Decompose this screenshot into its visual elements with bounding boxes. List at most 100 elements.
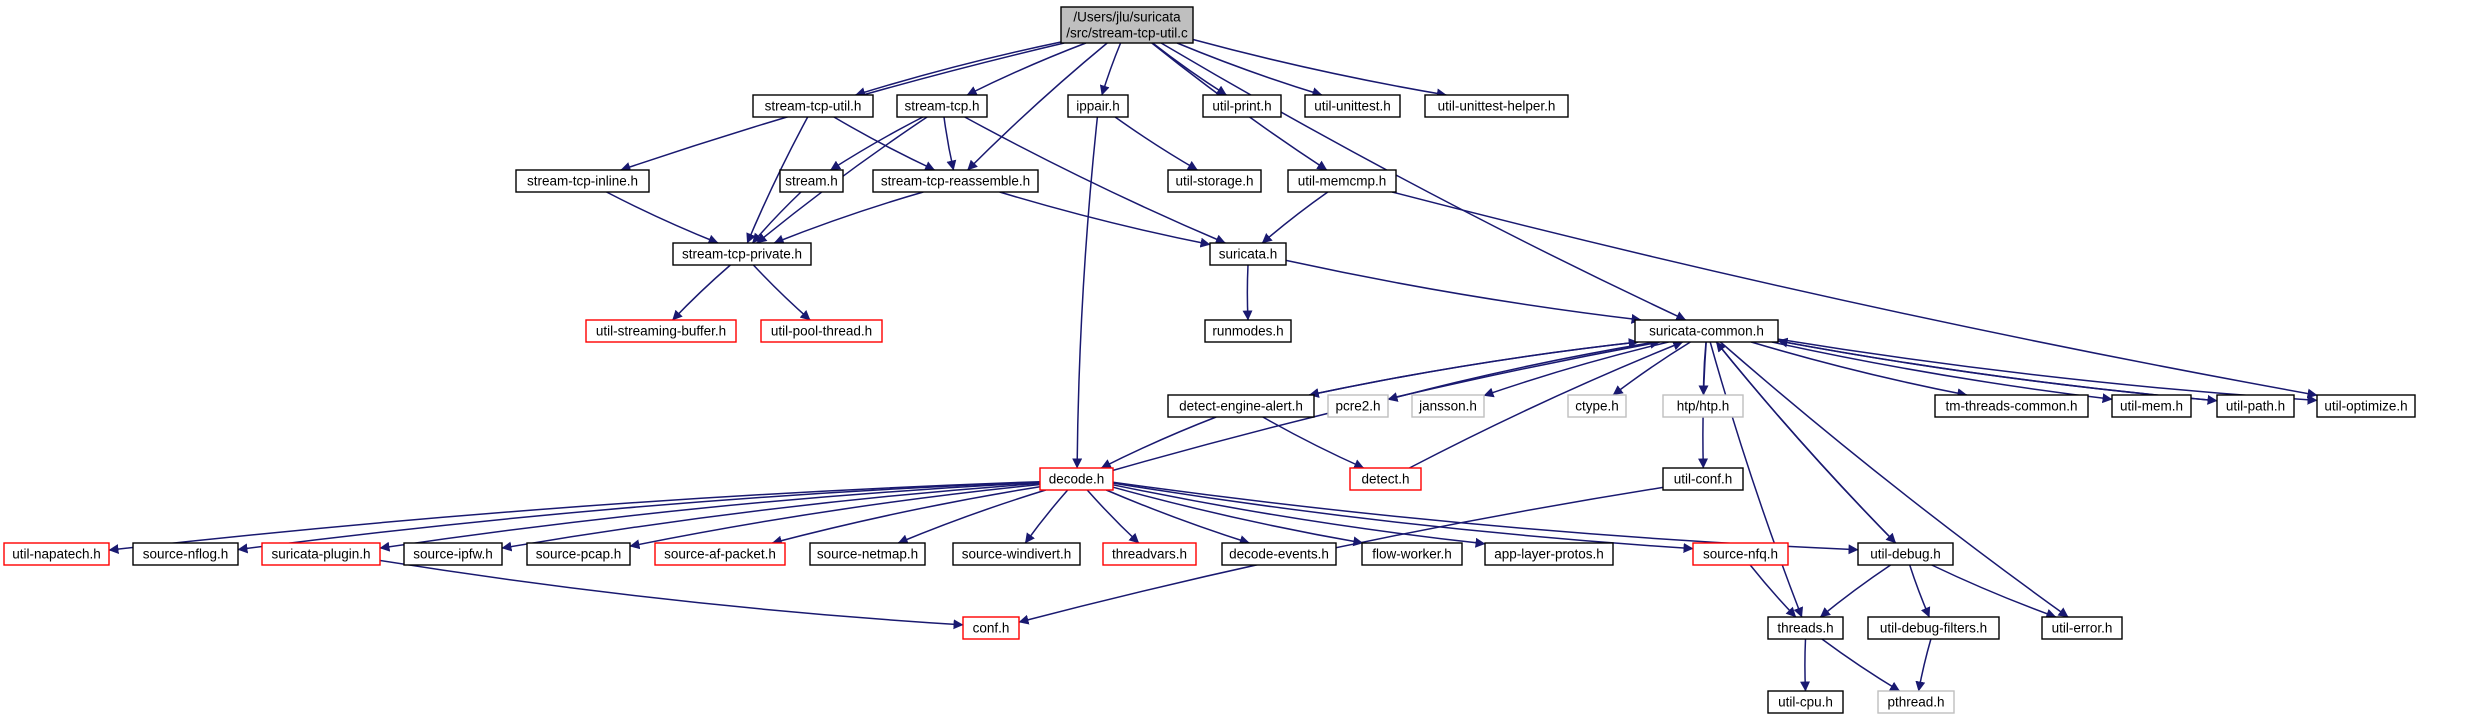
node-label: util-storage.h: [1175, 174, 1253, 189]
edge-stream-tcp-reassemble-to-stream-tcp-private: [773, 191, 924, 245]
node-stream-tcp-inline[interactable]: stream-tcp-inline.h: [515, 169, 650, 193]
node-label: util-conf.h: [1674, 472, 1733, 487]
node-stream-tcp-private[interactable]: stream-tcp-private.h: [672, 242, 812, 266]
edge-root-to-util-print: [1152, 42, 1227, 96]
edge-stream-tcp-util-h-to-stream-tcp-private: [746, 116, 809, 244]
node-source-af-packet[interactable]: source-af-packet.h: [654, 542, 786, 566]
node-conf[interactable]: conf.h: [962, 616, 1020, 640]
node-util-streaming-buffer[interactable]: util-streaming-buffer.h: [585, 319, 737, 343]
node-label: ippair.h: [1076, 99, 1120, 114]
node-label: util-cpu.h: [1778, 695, 1833, 710]
node-label: source-windivert.h: [962, 547, 1072, 562]
edge-suricata-to-suricata-common: [1285, 259, 1642, 324]
node-box: [809, 542, 926, 566]
node-label: tm-threads-common.h: [1945, 399, 2077, 414]
edge-threads-to-pthread: [1821, 638, 1901, 692]
edge-decode-to-source-ipfw: [501, 482, 1041, 552]
node-util-debug[interactable]: util-debug.h: [1857, 542, 1954, 566]
node-box: [1102, 542, 1197, 566]
node-label: source-netmap.h: [817, 547, 918, 562]
node-util-debug-filters[interactable]: util-debug-filters.h: [1867, 616, 2000, 640]
node-stream[interactable]: stream.h: [779, 169, 844, 193]
node-source-windivert[interactable]: source-windivert.h: [952, 542, 1081, 566]
node-util-path[interactable]: util-path.h: [2216, 394, 2295, 418]
node-htp[interactable]: htp/htp.h: [1662, 394, 1744, 418]
edge-source-nfq-to-threads: [1749, 564, 1797, 618]
node-box: [1567, 394, 1627, 418]
node-box: [2111, 394, 2192, 418]
node-source-nfq[interactable]: source-nfq.h: [1692, 542, 1789, 566]
node-suricata-plugin[interactable]: suricata-plugin.h: [261, 542, 381, 566]
node-util-napatech[interactable]: util-napatech.h: [3, 542, 110, 566]
node-stream-tcp-util-h[interactable]: stream-tcp-util.h: [752, 94, 874, 118]
node-label: source-pcap.h: [536, 547, 622, 562]
node-box: [1221, 542, 1337, 566]
node-label: util-memcmp.h: [1298, 174, 1387, 189]
node-label: suricata.h: [1219, 247, 1278, 262]
node-box: [1877, 690, 1955, 714]
node-box: [403, 542, 503, 566]
node-ctype[interactable]: ctype.h: [1567, 394, 1627, 418]
node-detect-engine-alert[interactable]: detect-engine-alert.h: [1167, 394, 1315, 418]
node-tm-threads-common[interactable]: tm-threads-common.h: [1934, 394, 2089, 418]
graph-edges: [108, 38, 2318, 692]
node-box: [1204, 319, 1292, 343]
node-decode-events[interactable]: decode-events.h: [1221, 542, 1337, 566]
node-box: [1411, 394, 1485, 418]
node-suricata-common[interactable]: suricata-common.h: [1634, 319, 1779, 343]
node-label: util-debug-filters.h: [1880, 621, 1987, 636]
node-decode[interactable]: decode.h: [1039, 467, 1114, 491]
node-threads[interactable]: threads.h: [1767, 616, 1844, 640]
node-source-ipfw[interactable]: source-ipfw.h: [403, 542, 503, 566]
node-util-optimize[interactable]: util-optimize.h: [2316, 394, 2416, 418]
node-source-nflog[interactable]: source-nflog.h: [132, 542, 239, 566]
edge-suricata-common-to-jansson: [1483, 341, 1669, 398]
node-source-pcap[interactable]: source-pcap.h: [526, 542, 631, 566]
node-util-memcmp[interactable]: util-memcmp.h: [1287, 169, 1397, 193]
node-stream-tcp[interactable]: stream-tcp.h: [896, 94, 988, 118]
node-source-netmap[interactable]: source-netmap.h: [809, 542, 926, 566]
node-label: runmodes.h: [1212, 324, 1283, 339]
node-pthread[interactable]: pthread.h: [1877, 690, 1955, 714]
edge-root-to-util-unittest-helper: [1192, 38, 1447, 99]
node-util-cpu[interactable]: util-cpu.h: [1767, 690, 1844, 714]
edge-decode-to-util-napatech: [108, 480, 1041, 555]
node-util-print[interactable]: util-print.h: [1202, 94, 1282, 118]
node-label: stream-tcp.h: [904, 99, 979, 114]
node-detect[interactable]: detect.h: [1349, 467, 1422, 491]
node-app-layer-protos[interactable]: app-layer-protos.h: [1484, 542, 1614, 566]
edge-suricata-common-to-util-debug: [1715, 341, 1897, 544]
node-label: util-unittest.h: [1314, 99, 1391, 114]
node-label: ctype.h: [1575, 399, 1619, 414]
node-box: [1349, 467, 1422, 491]
node-label: util-napatech.h: [12, 547, 101, 562]
node-util-storage[interactable]: util-storage.h: [1167, 169, 1262, 193]
node-jansson[interactable]: jansson.h: [1411, 394, 1485, 418]
node-runmodes[interactable]: runmodes.h: [1204, 319, 1292, 343]
node-box: [585, 319, 737, 343]
edge-util-debug-to-util-debug-filters: [1908, 564, 1931, 618]
edge-decode-to-source-windivert: [1024, 489, 1069, 544]
node-stream-tcp-reassemble[interactable]: stream-tcp-reassemble.h: [872, 169, 1039, 193]
node-threadvars[interactable]: threadvars.h: [1102, 542, 1197, 566]
node-util-pool-thread[interactable]: util-pool-thread.h: [760, 319, 883, 343]
node-util-unittest[interactable]: util-unittest.h: [1304, 94, 1401, 118]
edge-stream-tcp-private-to-util-streaming-buffer: [672, 264, 731, 321]
node-ippair[interactable]: ippair.h: [1067, 94, 1129, 118]
node-label: decode-events.h: [1229, 547, 1329, 562]
node-util-unittest-helper[interactable]: util-unittest-helper.h: [1424, 94, 1569, 118]
edge-util-debug-to-suricata-common: [1715, 341, 1897, 544]
node-label: source-nflog.h: [143, 547, 229, 562]
edge-decode-to-app-layer-protos: [1112, 484, 1486, 548]
node-flow-worker[interactable]: flow-worker.h: [1361, 542, 1463, 566]
edge-util-memcmp-to-suricata: [1261, 191, 1329, 244]
edge-detect-to-suricata-common: [1409, 340, 1684, 469]
edge-root-to-stream-tcp-util-h: [855, 41, 1062, 97]
node-suricata[interactable]: suricata.h: [1209, 242, 1287, 266]
node-box: [515, 169, 650, 193]
node-label: suricata-common.h: [1649, 324, 1764, 339]
node-util-conf[interactable]: util-conf.h: [1662, 467, 1744, 491]
node-util-error[interactable]: util-error.h: [2041, 616, 2123, 640]
node-util-mem[interactable]: util-mem.h: [2111, 394, 2192, 418]
node-pcre2[interactable]: pcre2.h: [1327, 394, 1389, 418]
